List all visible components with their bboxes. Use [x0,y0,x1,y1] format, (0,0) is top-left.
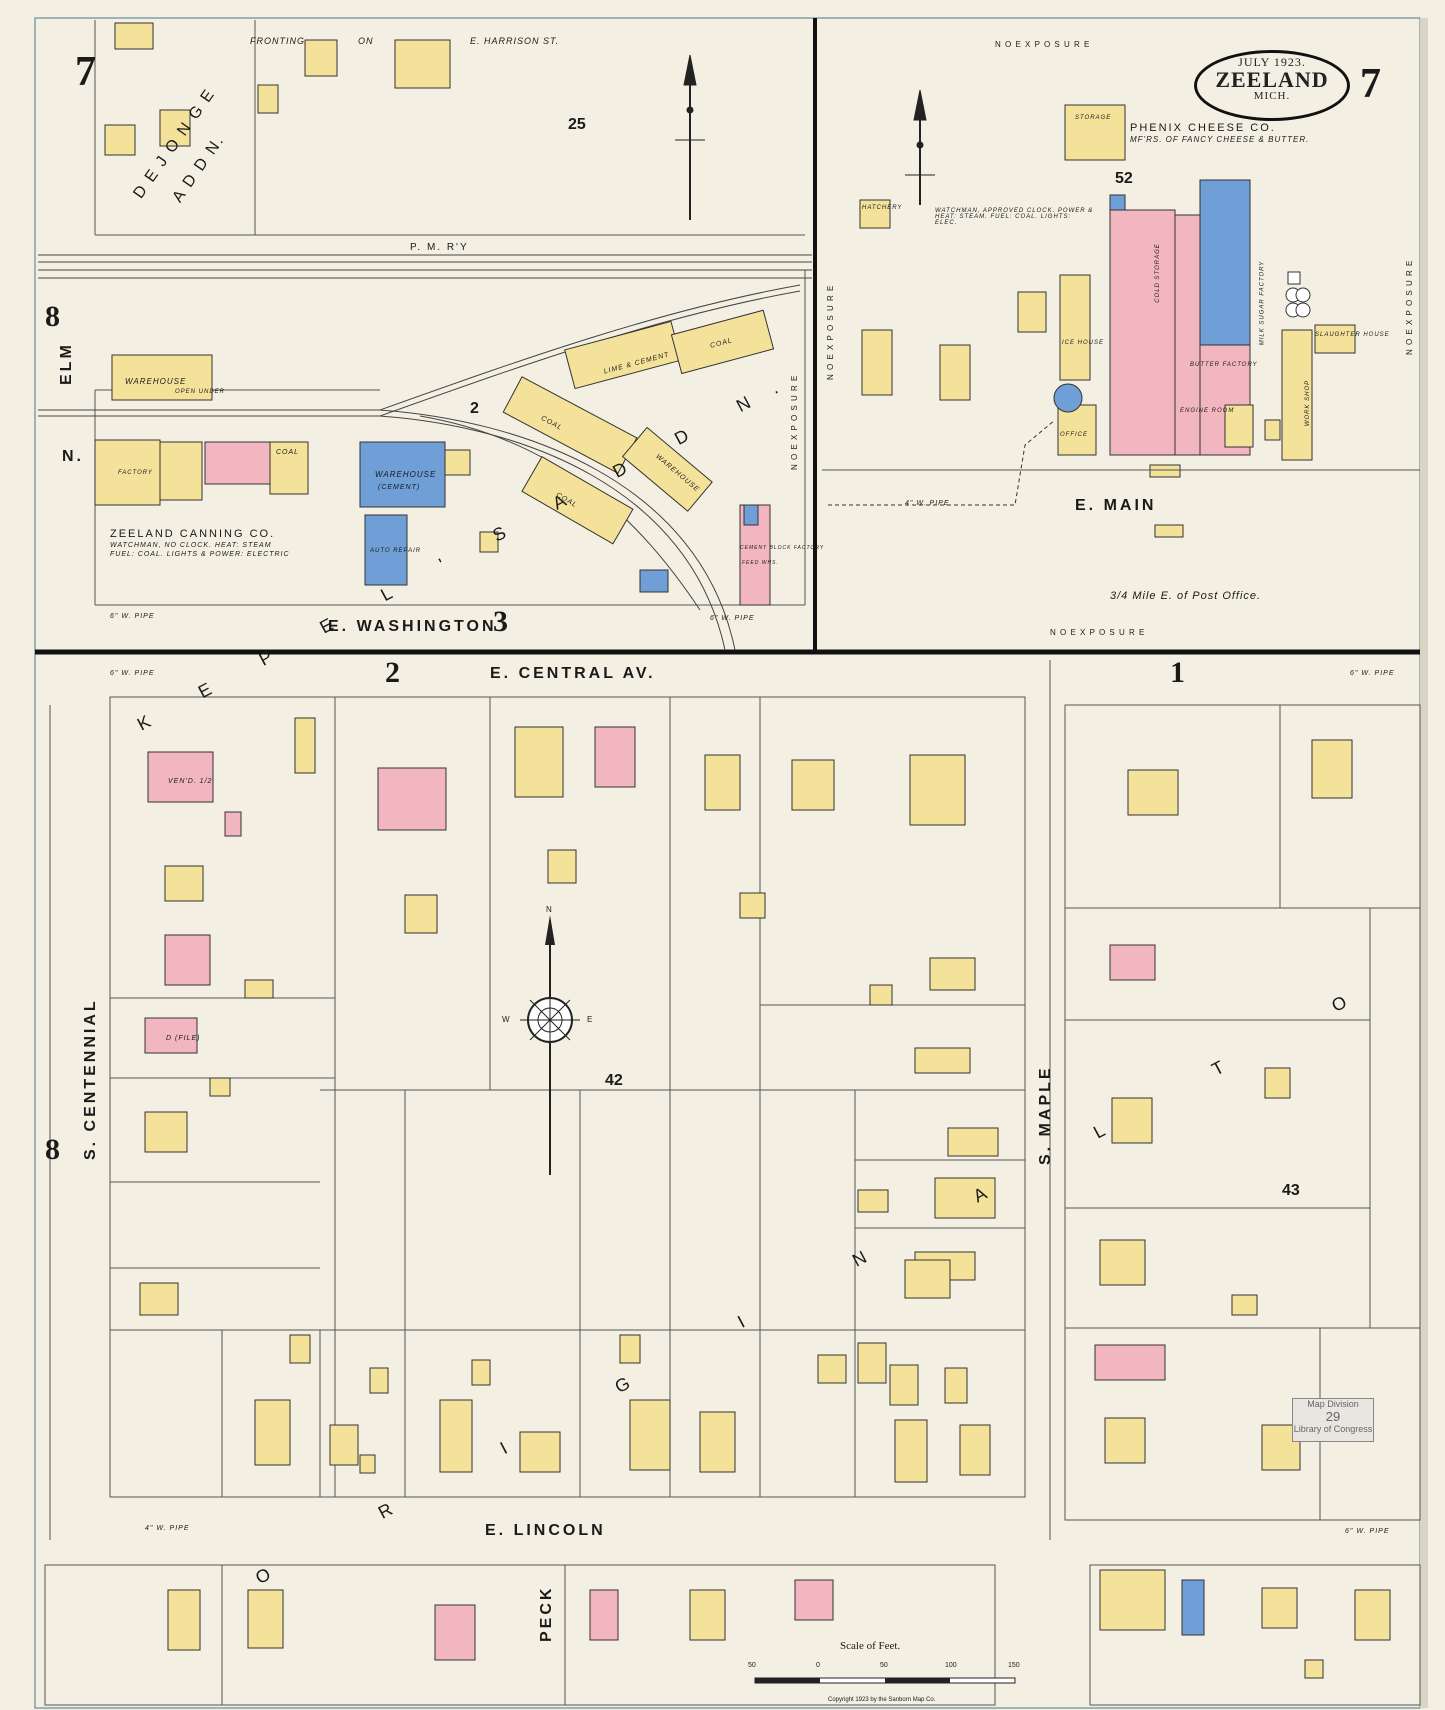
zeeland-canning-label: ZEELAND CANNING CO. [110,528,276,540]
label-warehouse-1-sub: OPEN UNDER [175,389,226,395]
compass-w: W [502,1015,512,1024]
sheet-number-left: 7 [75,49,96,95]
label-office: OFFICE [1060,432,1088,438]
street-n: N. [62,448,84,465]
label-fronting: FRONTING [250,36,305,46]
sheet-ref-8-top: 8 [45,300,60,333]
north-arrow-top-right [905,89,935,205]
map-date: JULY 1923. [1238,55,1306,69]
street-e-central-av: E. CENTRAL AV. [490,665,656,682]
block-25: 25 [568,116,586,133]
label-warehouse-cement-sub: (CEMENT) [378,484,421,491]
no-exposure-bottom: N O E X P O S U R E [1050,628,1146,637]
label-storage: STORAGE [1075,115,1112,121]
buildings-top-right [859,104,1356,538]
water-pipe-main [828,419,1056,506]
copyright: Copyright 1923 by the Sanborn Map Co. [828,1697,936,1703]
label-hatchery: HATCHERY [862,205,903,211]
label-engine-room: ENGINE ROOM [1180,408,1235,414]
state-name: MICH. [1253,90,1291,102]
dwellings-bottom [139,717,1391,1679]
block-43: 43 [1282,1182,1300,1199]
scale-bar [754,1677,1016,1684]
watchman-note: WATCHMAN, APPROVED CLOCK. POWER & HEAT: … [935,208,1094,226]
street-s-centennial: S. CENTENNIAL [82,998,99,1160]
buildings-top-left [94,22,775,606]
sheet-number-right: 7 [1360,61,1381,107]
map-edge-right [1420,18,1428,1708]
label-coal-4: COAL [276,449,300,456]
stamp-line-1: Map Division [1307,1399,1359,1409]
block-lines-top-left [94,20,806,606]
label-factory: FACTORY [118,470,153,476]
compass-e: E [587,1015,595,1024]
scale-tick-100: 100 [945,1662,957,1669]
compass-rose [520,915,580,1175]
label-cold-storage: COLD STORAGE [1154,243,1161,303]
railway-label: P. M. R'Y [410,242,469,253]
label-work-shop: WORK SHOP [1305,379,1312,427]
block-52: 52 [1115,170,1133,187]
pipe-label-lincoln: 4" W. PIPE [145,1525,190,1532]
scale-tick-50b: 50 [880,1662,888,1669]
street-e-harrison: E. HARRISON ST. [470,36,560,46]
pipe-label-central-e: 6" W. PIPE [1350,670,1395,677]
street-e-washington: E. WASHINGTON [328,618,497,635]
no-exposure-top: N O E X P O S U R E [995,40,1091,49]
pipe-label-central: 6" W. PIPE [110,670,155,677]
label-ice-house: ICE HOUSE [1062,340,1105,346]
label-feed-whs: FEED WHS. [742,560,779,566]
block-2-top: 2 [470,400,479,417]
scale-label: Scale of Feet. [840,1640,901,1652]
label-warehouse-cement: WAREHOUSE [375,470,437,479]
stamp-line-2: 29 [1325,1409,1341,1424]
phenix-cheese-sub: MF'RS. OF FANCY CHEESE & BUTTER. [1130,135,1310,144]
label-cement-block-factory: CEMENT BLOCK FACTORY [740,545,825,551]
pipe-label-lincoln-e: 6" W. PIPE [1345,1528,1390,1535]
label-vend: VEN'D. 1/2 [168,778,213,785]
label-on: ON [358,36,374,46]
north-arrow-top-left [675,54,705,220]
stamp-line-3: Library of Congress [1293,1424,1373,1434]
phenix-cheese-label: PHENIX CHEESE CO. [1130,122,1276,134]
label-warehouse-1: WAREHOUSE [125,377,187,386]
block-lines-bottom [44,660,1421,1706]
pipe-label-washington-w: 6" W. PIPE [110,613,155,620]
street-e-lincoln: E. LINCOLN [485,1522,606,1539]
block-42: 42 [605,1072,623,1089]
zeeland-canning-note: WATCHMAN, NO CLOCK. HEAT: STEAM [110,542,272,549]
compass-n: N [546,905,554,914]
scale-tick-150: 150 [1008,1662,1020,1669]
label-slaughter-house: SLAUGHTER HOUSE [1315,332,1390,338]
title-cartouche: JULY 1923. ZEELAND MICH. [1194,50,1350,121]
no-exposure-right: N O E X P O S U R E [1405,259,1414,355]
no-exposure-mid: N O E X P O S U R E [790,374,799,470]
street-e-main: E. MAIN [1075,497,1157,514]
distance-note: 3/4 Mile E. of Post Office. [1110,590,1262,602]
label-milk-sugar-factory: MILK SUGAR FACTORY [1259,260,1266,346]
zeeland-canning-note2: FUEL: COAL. LIGHTS & POWER: ELECTRIC [110,551,290,558]
street-peck: PECK [538,1585,555,1642]
block-1: 1 [1170,656,1185,689]
library-stamp: Map Division 29 Library of Congress [1292,1398,1374,1442]
block-3: 3 [493,605,508,638]
railroad-tracks [38,254,812,651]
label-butter-factory: BUTTER FACTORY [1190,362,1258,368]
label-d-file: D (FILE) [166,1035,201,1042]
street-elm: ELM [58,342,75,385]
cheese-tanks [1285,271,1311,318]
pipe-label-washington-e: 6" W. PIPE [710,615,755,622]
no-exposure-left: N O E X P O S U R E [826,284,835,380]
scale-tick-0: 0 [816,1662,820,1669]
label-auto-repair: AUTO REPAIR [370,548,422,554]
sheet-ref-8-bottom: 8 [45,1133,60,1166]
town-name: ZEELAND [1215,67,1329,92]
block-2-bottom: 2 [385,656,400,689]
pipe-label-main: 4" W. PIPE [905,500,950,507]
scale-tick-50: 50 [748,1662,756,1669]
